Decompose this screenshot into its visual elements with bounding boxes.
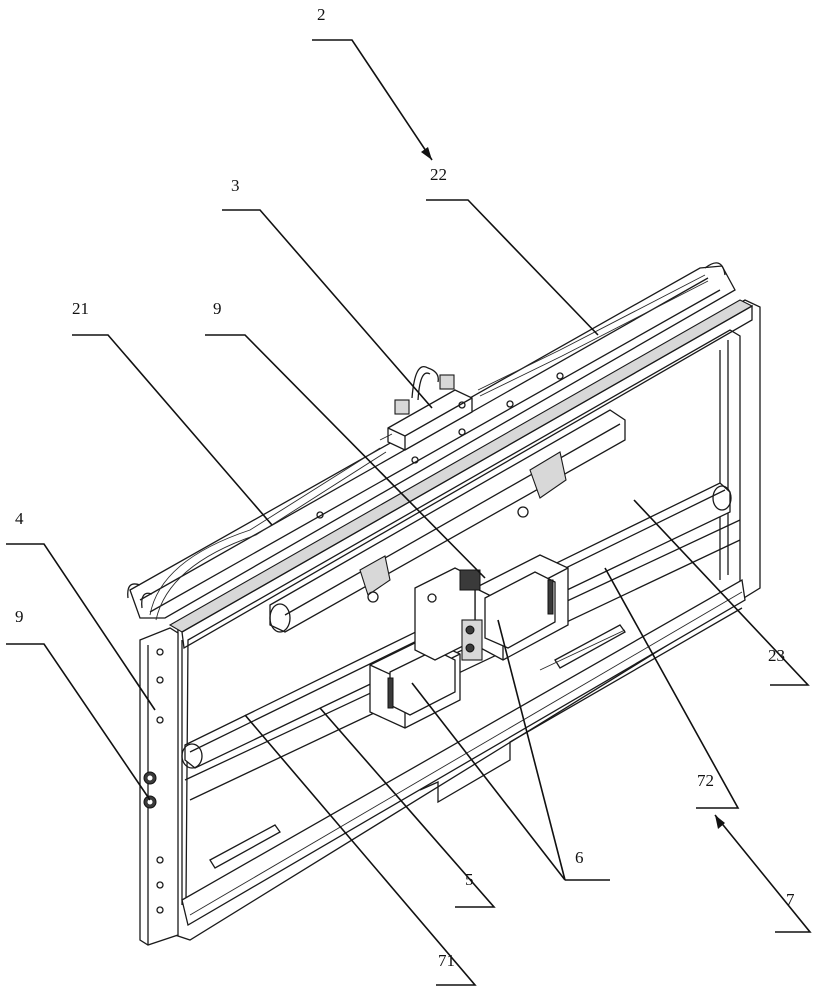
label-22: 22 [430,165,447,184]
label-5: 5 [465,870,474,889]
label-72: 72 [697,771,714,790]
label-6: 6 [575,848,584,867]
label-21: 21 [72,299,89,318]
right-bracket [474,554,569,661]
center-connector [414,567,483,661]
valve-block [379,366,473,451]
label-7: 7 [786,890,795,909]
leader-lines [6,39,812,986]
reference-labels: 2 22 3 21 9 4 9 23 72 7 6 5 71 [15,5,795,970]
label-9-left: 9 [15,607,24,626]
left-side-plate [139,627,179,946]
label-2: 2 [317,5,326,24]
label-71: 71 [438,951,455,970]
label-9-top: 9 [213,299,222,318]
label-23: 23 [768,646,785,665]
bottom-slots [209,624,626,869]
left-bracket [369,637,461,729]
label-4: 4 [15,509,24,528]
label-3: 3 [231,176,240,195]
upper-cylinder [269,409,626,633]
